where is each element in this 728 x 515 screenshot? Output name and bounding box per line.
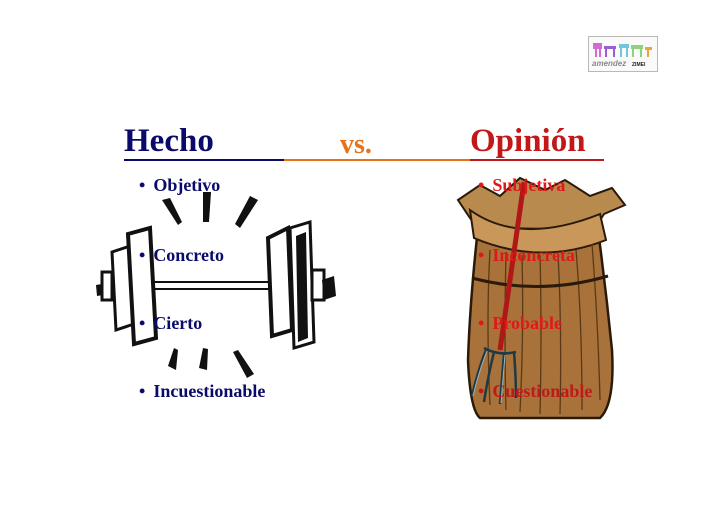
hecho-item: •Concreto xyxy=(139,245,224,265)
underline-opinion xyxy=(470,159,604,161)
title-vs: vs. xyxy=(340,129,372,160)
title-hecho: Hecho xyxy=(124,123,214,159)
logo-text: amendez xyxy=(592,59,627,68)
opinion-item: •Inconcreta xyxy=(478,245,575,265)
company-logo: amendez ZIMEI xyxy=(588,36,658,72)
opinion-item: •Probable xyxy=(478,313,562,333)
hecho-item: •Incuestionable xyxy=(139,381,266,401)
logo-subtext: ZIMEI xyxy=(632,62,646,68)
opinion-item: •Subjetiva xyxy=(478,175,566,195)
hecho-item: •Objetivo xyxy=(139,175,221,195)
underline-hecho xyxy=(124,159,284,161)
opinion-item: •Cuestionable xyxy=(478,381,593,401)
logo-furniture-icon xyxy=(593,43,652,57)
hecho-item: •Cierto xyxy=(139,313,203,333)
underline-vs xyxy=(284,159,470,161)
title-opinion: Opinión xyxy=(470,123,586,159)
